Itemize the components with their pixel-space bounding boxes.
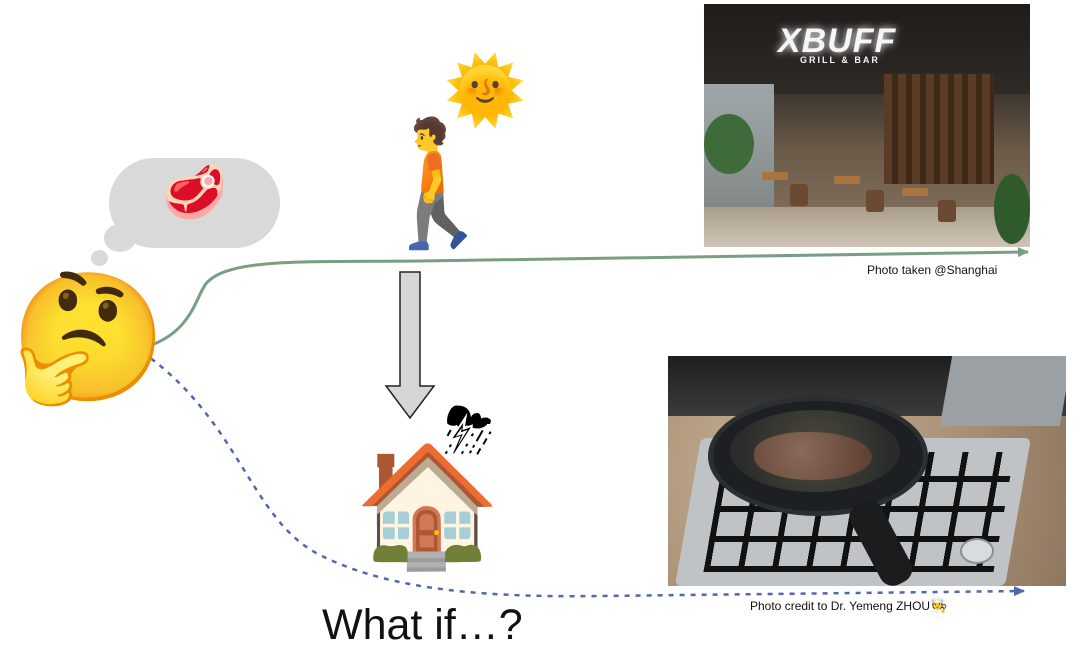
thought-bubble-dot-large: [104, 224, 136, 252]
storm-cloud-icon: ⛈: [444, 394, 494, 467]
restaurant-table: [902, 188, 928, 196]
sun-face-icon: 🌞: [444, 52, 527, 129]
solid-path-to-restaurant: [141, 247, 1029, 350]
thought-bubble: [109, 158, 280, 248]
what-if-heading: What if…?: [322, 601, 523, 649]
restaurant-table: [762, 172, 788, 180]
thought-bubble-dot-small: [91, 250, 108, 266]
house-icon: 🏠: [354, 436, 501, 574]
kitchen-photo-caption-text: Photo credit to Dr. Yemeng ZHOU: [750, 599, 931, 613]
restaurant-chair: [938, 200, 956, 222]
restaurant-plant-left: [704, 114, 754, 174]
cooking-steak: [754, 432, 872, 480]
restaurant-photo-caption: Photo taken @Shanghai: [867, 263, 998, 277]
restaurant-chair: [790, 184, 808, 206]
restaurant-sign: XBUFF GRILL & BAR: [778, 22, 896, 65]
restaurant-chair: [866, 190, 884, 212]
walking-person-icon: 🚶: [362, 112, 514, 254]
restaurant-photo: XBUFF GRILL & BAR: [704, 4, 1030, 247]
restaurant-plant-right: [994, 174, 1030, 244]
restaurant-floor: [704, 207, 1030, 247]
thinking-face-icon: 🤔: [10, 264, 167, 411]
kitchen-second-hob: [939, 356, 1066, 426]
restaurant-bar-shelves: [884, 74, 994, 184]
cook-icon: 🧑‍🍳: [930, 598, 948, 614]
restaurant-sign-name: XBUFF: [778, 22, 897, 60]
kitchen-photo: [668, 356, 1066, 586]
kitchen-photo-caption: Photo credit to Dr. Yemeng ZHOU🧑‍🍳: [750, 599, 948, 613]
restaurant-table: [834, 176, 860, 184]
hob-knob: [960, 538, 994, 564]
down-arrow: [384, 271, 436, 420]
dashed-path-to-kitchen: [141, 350, 1025, 598]
restaurant-sign-subtitle: GRILL & BAR: [800, 55, 880, 65]
steak-icon: 🥩: [162, 163, 227, 223]
